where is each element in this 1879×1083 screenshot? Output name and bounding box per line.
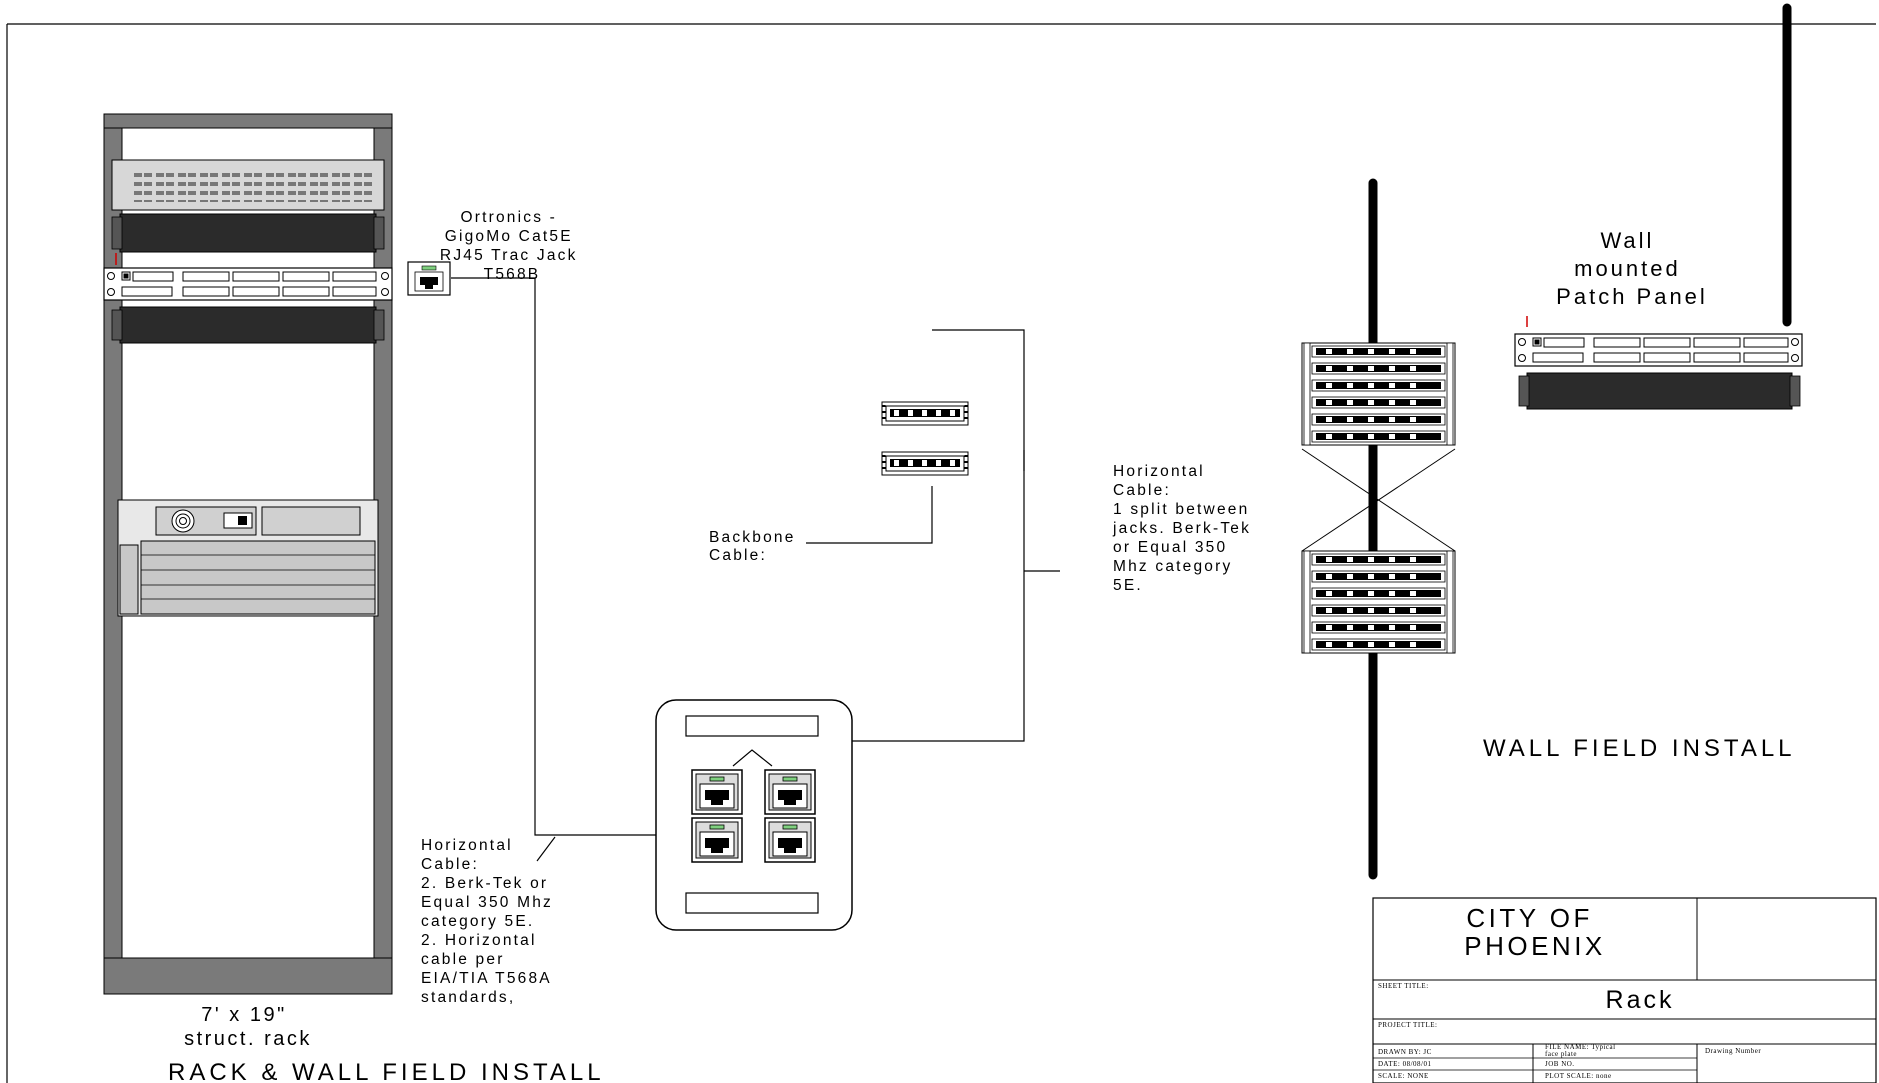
faceplate-jack-3: [691, 817, 743, 863]
rack-top-bar: [103, 113, 393, 129]
rack-cable-manager-1: [119, 213, 377, 253]
backbone-label: Backbone Cable:: [709, 529, 802, 564]
fiber-panel-bottom: [881, 451, 969, 476]
rack-cable-manager-2: [119, 306, 377, 344]
wall-field-title: WALL FIELD INSTALL: [1483, 735, 1796, 762]
file-name: FILE NAME: Typical: [1545, 1043, 1616, 1051]
horizontal-cable-right: [748, 329, 1025, 742]
wall-block-top: [1301, 342, 1456, 446]
drawn-by: DRAWN BY: JC: [1378, 1048, 1432, 1056]
faceplate-jack-4: [764, 817, 816, 863]
ortronics-label: Ortronics - GigoMo Cat5E RJ45 Trac Jack …: [440, 209, 584, 283]
rack-base: [103, 957, 393, 995]
equipment-rack: [103, 113, 393, 995]
rack-size-label: 7' x 19" struct. rack: [184, 1004, 312, 1050]
backbone-cable: [806, 486, 933, 544]
wall-panel-label: Wall mounted Patch Panel: [1556, 228, 1708, 309]
drawing-number-label: Drawing Number: [1705, 1047, 1761, 1055]
horizontal-cable-left: [451, 277, 656, 836]
scale: SCALE: NONE: [1378, 1072, 1429, 1080]
leader-horiz-left: [536, 836, 556, 862]
faceplate-jack-2: [764, 769, 816, 815]
sheet-title: Rack: [1606, 986, 1675, 1014]
sheet-title-label: SHEET TITLE:: [1378, 982, 1429, 990]
rack-title: RACK & WALL FIELD INSTALL: [168, 1059, 605, 1083]
title-block-org: CITY OF PHOENIX: [1464, 903, 1606, 961]
job-no: JOB NO.: [1545, 1060, 1575, 1068]
title-block: [1372, 897, 1877, 1083]
horizontal-cable-right-label: Horizontal Cable: 1 split between jacks.…: [1112, 463, 1258, 594]
plot-scale: PLOT SCALE: none: [1545, 1072, 1612, 1080]
date: DATE: 08/08/01: [1378, 1060, 1431, 1068]
faceplate-jack-1: [691, 769, 743, 815]
file-name-2: face plate: [1545, 1050, 1577, 1058]
rack-server-unit: [117, 499, 379, 617]
wall-block-bottom: [1301, 550, 1456, 654]
horizontal-cable-left-label: Horizontal Cable: 2. Berk-Tek or Equal 3…: [421, 837, 560, 1006]
faceplate: [655, 699, 853, 931]
wall-mounted-patch-panel: [1514, 333, 1803, 367]
project-title-label: PROJECT TITLE:: [1378, 1021, 1437, 1029]
cross-connect-2: [1301, 448, 1456, 552]
fiber-panel-top: [881, 401, 969, 426]
wall-cable-manager: [1518, 372, 1801, 410]
ortronics-jack: [407, 261, 451, 296]
